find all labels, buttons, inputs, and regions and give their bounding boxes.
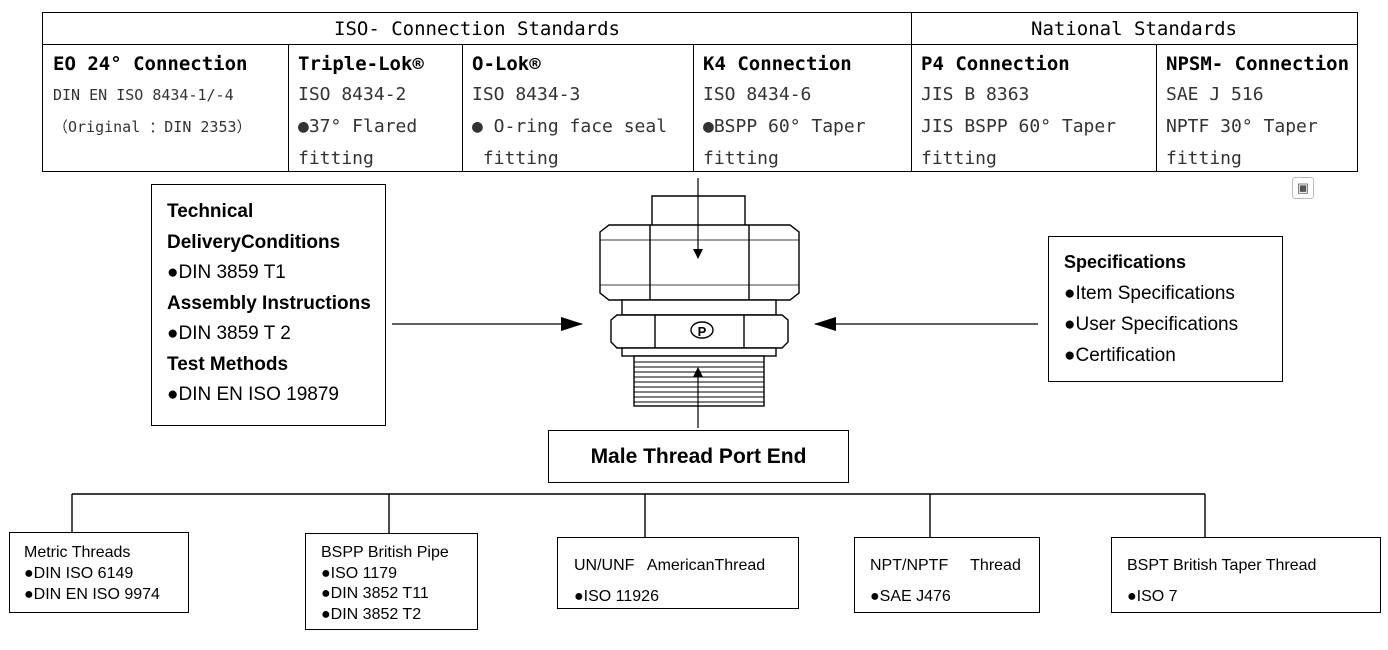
specifications-box: Specifications ●Item Specifications ●Use…	[1048, 236, 1283, 382]
divider	[911, 13, 912, 171]
column-title: O-Lok®	[472, 53, 541, 75]
list-item: ●Certification	[1064, 345, 1176, 366]
column-line: JIS B 8363	[921, 84, 1030, 105]
male-thread-port-end-box: Male Thread Port End	[548, 430, 849, 483]
column-line: SAE J 516	[1166, 84, 1264, 105]
thread-box-bspt: BSPT British Taper Thread ●ISO 7	[1111, 537, 1381, 613]
standards-table: ISO- Connection Standards National Stand…	[42, 12, 1358, 172]
column-npsm: NPSM- Connection SAE J 516 NPTF 30° Tape…	[1156, 45, 1357, 172]
column-line: DIN EN ISO 8434-1/-4	[53, 86, 234, 104]
column-title: EO 24° Connection	[53, 53, 248, 75]
divider	[693, 45, 694, 171]
column-line: fitting	[921, 148, 997, 169]
thread-box-un-unf: UN/UNF AmericanThread ●ISO 11926	[557, 537, 799, 609]
list-item: ●DIN ISO 6149	[24, 565, 134, 582]
list-item: ●ISO 11926	[574, 588, 659, 605]
thread-title: UN/UNF AmericanThread	[574, 557, 766, 574]
column-line: fitting	[298, 148, 374, 169]
group-header-iso: ISO- Connection Standards	[43, 13, 911, 45]
thread-box-npt: NPT/NPTF Thread ●SAE J476	[854, 537, 1040, 613]
heading-assembly-instructions: Assembly Instructions	[167, 292, 371, 314]
column-line: fitting	[472, 148, 559, 169]
technical-conditions-box: Technical DeliveryConditions ●DIN 3859 T…	[151, 184, 386, 426]
heading-technical: Technical	[167, 201, 254, 222]
divider	[462, 45, 463, 171]
fitting-icon	[599, 195, 800, 407]
thread-box-metric: Metric Threads ●DIN ISO 6149 ●DIN EN ISO…	[9, 532, 189, 613]
column-title: NPSM- Connection	[1166, 53, 1350, 75]
column-title: P4 Connection	[921, 53, 1070, 75]
column-k4: K4 Connection ISO 8434-6 ●BSPP 60° Taper…	[693, 45, 911, 172]
thread-connector-tree	[71, 493, 1206, 537]
thread-title: NPT/NPTF Thread	[870, 557, 1021, 574]
column-line: fitting	[703, 148, 779, 169]
column-triple-lok: Triple-Lok® ISO 8434-2 ●37° Flared fitti…	[288, 45, 462, 172]
group-header-national: National Standards	[911, 13, 1357, 45]
heading-test-methods: Test Methods	[167, 353, 289, 375]
p-mark-text: P	[698, 324, 707, 339]
heading-delivery-conditions: DeliveryConditions	[167, 231, 341, 253]
list-item: ●DIN 3859 T1	[167, 262, 286, 283]
list-item: ●User Specifications	[1064, 314, 1239, 335]
column-o-lok: O-Lok® ISO 8434-3 ● O-ring face seal fit…	[462, 45, 693, 172]
column-line: fitting	[1166, 148, 1242, 169]
divider	[1156, 45, 1157, 171]
list-item: ●DIN 3852 T11	[321, 585, 429, 602]
list-item: ●DIN 3852 T2	[321, 605, 422, 623]
thread-title: BSPP British Pipe	[321, 544, 449, 561]
list-item: ●DIN EN ISO 9974	[24, 586, 160, 603]
column-line: （Original ：DIN 2353）	[53, 118, 252, 136]
column-line: ●BSPP 60° Taper	[703, 116, 866, 137]
thread-title: BSPT British Taper Thread	[1127, 557, 1317, 574]
column-line: ISO 8434-6	[703, 84, 812, 105]
column-line: JIS BSPP 60° Taper	[921, 116, 1117, 137]
column-line: ISO 8434-3	[472, 84, 581, 105]
list-item: ●ISO 7	[1127, 588, 1178, 605]
thread-title: Metric Threads	[24, 544, 131, 561]
list-item: ●Item Specifications	[1064, 283, 1235, 304]
column-title: K4 Connection	[703, 53, 852, 75]
column-line: ●37° Flared	[298, 116, 418, 137]
list-item: ●DIN EN ISO 19879	[167, 384, 339, 405]
expand-icon[interactable]: ▣	[1292, 177, 1314, 199]
p-mark-circle	[690, 321, 714, 339]
divider	[288, 45, 289, 171]
thread-box-bspp: BSPP British Pipe ●ISO 1179 ●DIN 3852 T1…	[305, 533, 478, 630]
column-p4: P4 Connection JIS B 8363 JIS BSPP 60° Ta…	[911, 45, 1156, 172]
list-item: ●SAE J476	[870, 588, 951, 605]
heading-specifications: Specifications	[1064, 252, 1187, 272]
column-line: ISO 8434-2	[298, 84, 407, 105]
column-title: Triple-Lok®	[298, 53, 424, 75]
column-eo24: EO 24° Connection DIN EN ISO 8434-1/-4 （…	[43, 45, 288, 172]
column-line: ● O-ring face seal	[472, 116, 668, 137]
list-item: ●ISO 1179	[321, 564, 398, 582]
column-line: NPTF 30° Taper	[1166, 116, 1318, 137]
list-item: ●DIN 3859 T 2	[167, 323, 291, 344]
